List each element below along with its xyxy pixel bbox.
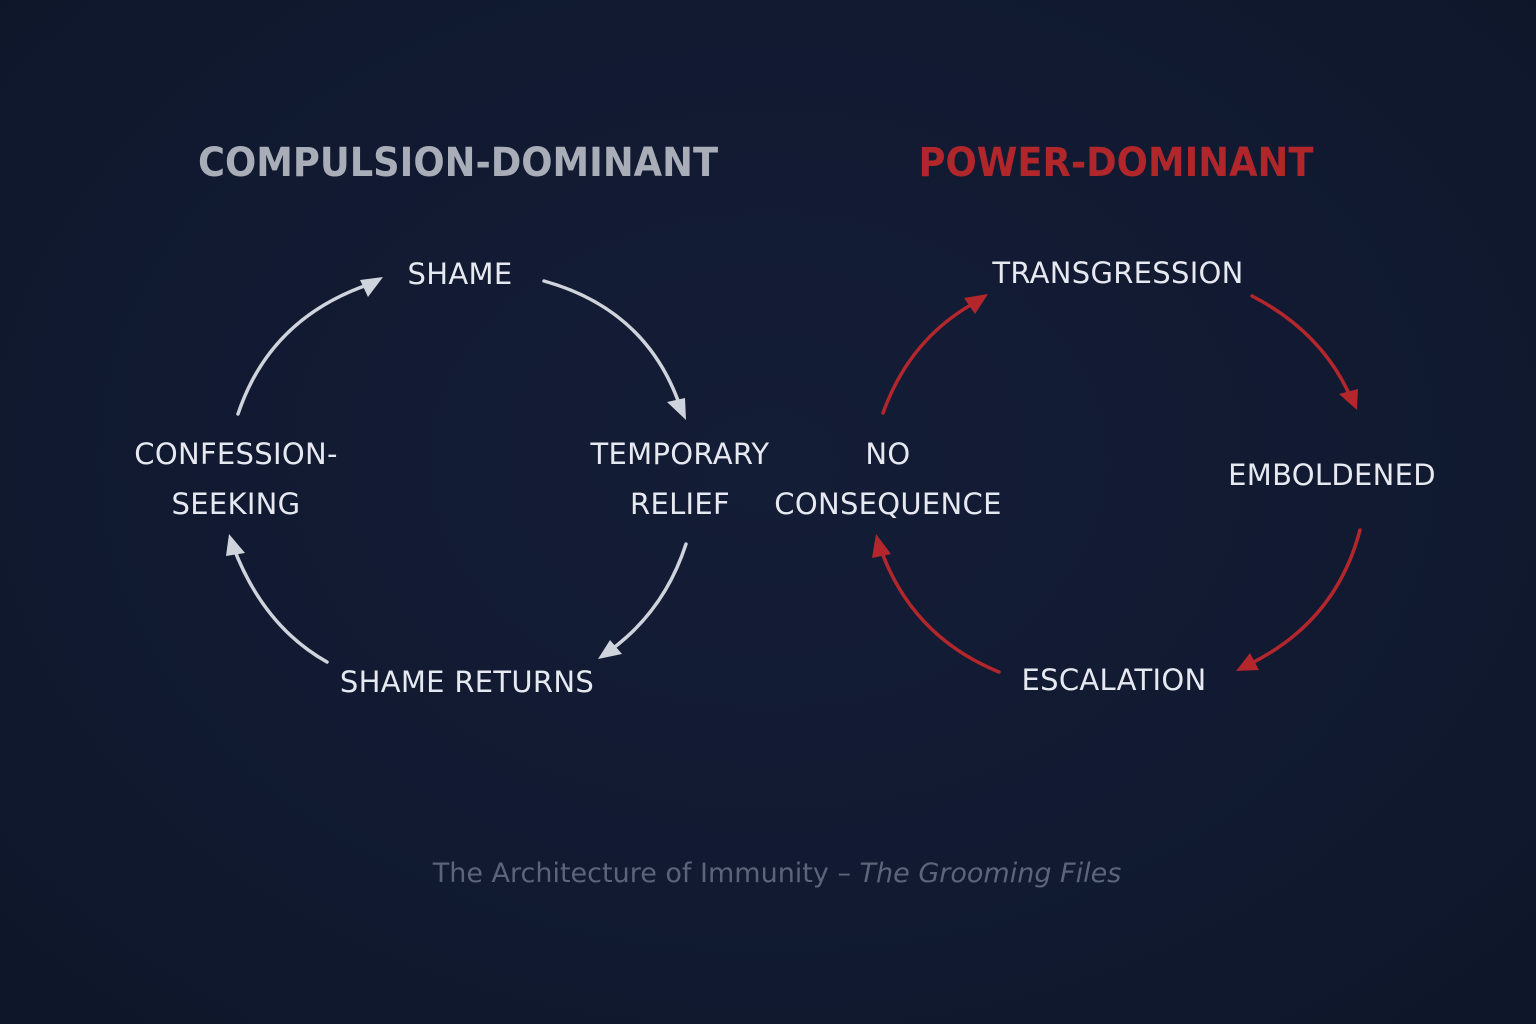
node-transgression: TRANSGRESSION — [992, 248, 1243, 298]
node-escalation: ESCALATION — [1021, 655, 1206, 705]
power-dominant-heading: POWER-DOMINANT — [918, 140, 1314, 186]
node-escalation-line-1: ESCALATION — [1021, 663, 1207, 697]
arrow-head-returns-to-confession — [226, 534, 245, 556]
arrow-head-transgression-to-emboldened — [1339, 389, 1358, 410]
arrow-confession-to-shame — [236, 282, 372, 416]
arrow-head-no-consequence-to-transgression — [964, 294, 988, 314]
node-shame-returns: SHAME RETURNS — [340, 657, 594, 707]
node-confession-seeking-line-1: CONFESSION- — [134, 437, 338, 471]
node-confession-seeking-line-2: SEEKING — [171, 487, 301, 521]
arrow-escalation-to-no-consequence — [878, 545, 1001, 674]
arrow-transgression-to-emboldened — [1250, 294, 1353, 400]
footer-source: The Grooming Files — [859, 858, 1122, 889]
node-temporary-relief-line-1: TEMPORARY — [590, 437, 770, 471]
node-temporary-relief: TEMPORARY RELIEF — [591, 429, 770, 529]
node-shame-line-1: SHAME — [407, 257, 513, 291]
arrow-head-escalation-to-no-consequence — [872, 534, 891, 558]
arrow-head-shame-to-relief — [667, 398, 686, 420]
arrow-emboldened-to-escalation — [1246, 528, 1362, 667]
node-transgression-line-1: TRANSGRESSION — [992, 256, 1244, 290]
arrow-relief-to-returns — [606, 542, 688, 654]
arrow-head-confession-to-shame — [360, 277, 383, 297]
footer-separator: – — [828, 858, 860, 889]
node-emboldened: EMBOLDENED — [1228, 450, 1436, 500]
compulsion-dominant-heading: COMPULSION-DOMINANT — [197, 140, 719, 186]
node-no-consequence-line-2: CONSEQUENCE — [774, 487, 1002, 521]
node-emboldened-line-1: EMBOLDENED — [1228, 458, 1436, 492]
arrow-shame-to-relief — [542, 279, 683, 411]
node-no-consequence-line-1: NO — [865, 437, 911, 471]
node-confession-seeking: CONFESSION- SEEKING — [134, 429, 337, 529]
node-shame: SHAME — [408, 249, 513, 299]
node-temporary-relief-line-2: RELIEF — [630, 487, 730, 521]
arrow-head-emboldened-to-escalation — [1236, 653, 1259, 671]
arrow-head-relief-to-returns — [598, 640, 622, 659]
footer-title: The Architecture of Immunity — [432, 858, 829, 889]
node-shame-returns-line-1: SHAME RETURNS — [339, 665, 595, 699]
node-no-consequence: NO CONSEQUENCE — [774, 429, 1001, 529]
arrow-no-consequence-to-transgression — [881, 300, 978, 415]
footer-caption: The Architecture of Immunity – The Groom… — [433, 858, 1122, 889]
arrow-returns-to-confession — [231, 544, 329, 664]
